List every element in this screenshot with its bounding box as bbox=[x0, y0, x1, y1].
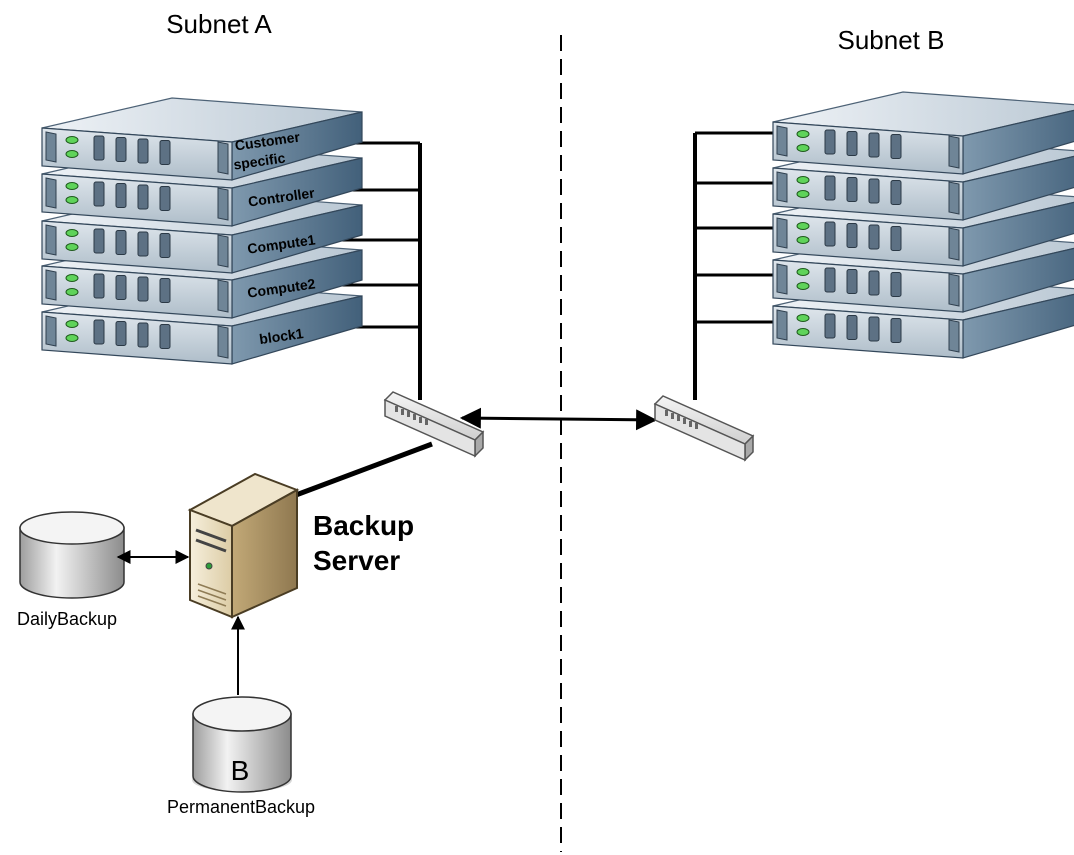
subnet-b-title: Subnet B bbox=[838, 25, 945, 55]
permanent-backup-mark: B bbox=[231, 755, 250, 786]
permanent-backup-database-disk-icon bbox=[192, 696, 292, 793]
backup-server-tower-server-icon bbox=[187, 472, 300, 619]
subnet-a-title: Subnet A bbox=[166, 9, 272, 39]
subnet-a-cables bbox=[330, 141, 422, 400]
server-label-4-line1: block1 bbox=[258, 325, 304, 347]
rack-server-icon bbox=[41, 97, 363, 181]
server-label-0-line2: specific bbox=[232, 149, 286, 172]
permanent-backup-label: PermanentBackup bbox=[167, 797, 315, 817]
subnet-b-rack bbox=[772, 91, 1074, 359]
rack-server-icon bbox=[772, 91, 1074, 175]
backup-server-label-line2: Server bbox=[313, 545, 400, 576]
switch-a-network-switch-icon bbox=[383, 391, 485, 458]
inter-subnet-link bbox=[459, 407, 658, 431]
daily-backup-database-disk-icon bbox=[19, 511, 125, 599]
switch-b-network-switch-icon bbox=[653, 395, 755, 462]
backup-server-label-line1: Backup bbox=[313, 510, 414, 541]
daily-backup-label: DailyBackup bbox=[17, 609, 117, 629]
subnet-a-rack: CustomerspecificControllerCompute1Comput… bbox=[41, 97, 363, 365]
backup-server-uplink bbox=[295, 441, 433, 498]
